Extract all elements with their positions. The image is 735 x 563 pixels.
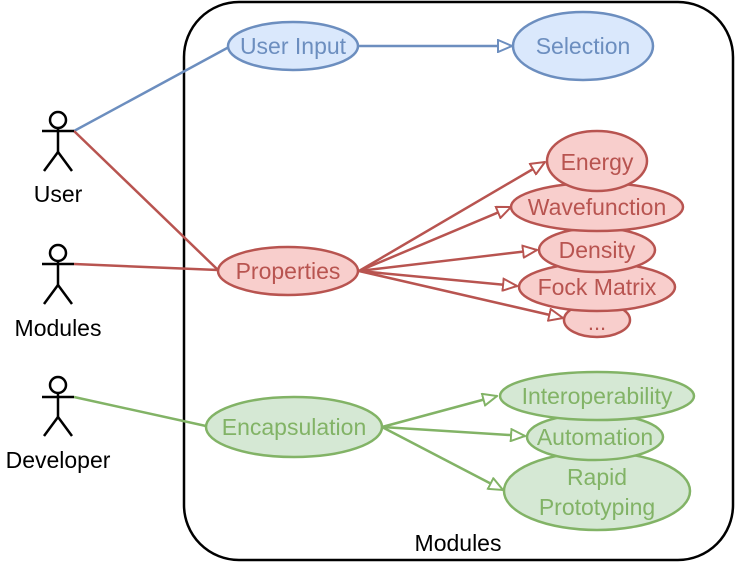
- usecase-rapid-prototyping-label-line2: Prototyping: [539, 494, 655, 520]
- link-developer-encapsulation: [73, 395, 207, 428]
- usecase-selection: [511, 10, 655, 82]
- arrow-encapsulation-interoperability: [381, 396, 497, 429]
- usecase-encapsulation: [204, 395, 384, 459]
- usecase-properties-label: Properties: [236, 258, 341, 284]
- link-user-properties: [73, 130, 219, 271]
- usecase-properties: [216, 245, 360, 297]
- usecase-wavefunction-label: Wavefunction: [528, 194, 667, 220]
- system-boundary: [182, 0, 735, 562]
- arrow-properties-density: [358, 250, 537, 273]
- arrow-encapsulation-automation: [381, 425, 525, 436]
- actor-user: [42, 110, 74, 172]
- usecase-rapid-prototyping-label-line1: Rapid: [567, 464, 627, 490]
- usecase-energy: [545, 129, 649, 193]
- usecase-automation-label: Automation: [537, 424, 653, 450]
- usecase-ellipsis-label: ...: [588, 310, 606, 335]
- arrow-properties-wavefunction: [358, 205, 511, 273]
- actor-modules-label: Modules: [15, 315, 102, 341]
- arrow-properties-fockmatrix: [358, 269, 517, 286]
- actor-developer: [42, 375, 74, 437]
- usecase-density-label: Density: [559, 237, 636, 263]
- usecase-encapsulation-label: Encapsulation: [222, 414, 367, 440]
- actor-user-label: User: [34, 181, 83, 207]
- usecase-user-input: [226, 20, 360, 72]
- usecase-interoperability: [498, 370, 696, 422]
- usecase-interoperability-label: Interoperability: [522, 383, 673, 409]
- usecase-user-input-label: User Input: [240, 33, 347, 59]
- system-boundary-label: Modules: [415, 530, 502, 556]
- link-user-userinput: [73, 45, 230, 133]
- arrow-properties-energy: [358, 162, 545, 273]
- usecase-energy-label: Energy: [561, 149, 634, 175]
- actor-developer-label: Developer: [6, 447, 111, 473]
- arrow-properties-ellipsis: [358, 269, 563, 318]
- link-modules-properties: [73, 262, 219, 272]
- actor-modules: [42, 243, 74, 305]
- usecase-selection-label: Selection: [536, 33, 631, 59]
- arrow-encapsulation-rapidprototyping: [381, 425, 503, 490]
- usecase-fock-matrix-label: Fock Matrix: [538, 274, 657, 300]
